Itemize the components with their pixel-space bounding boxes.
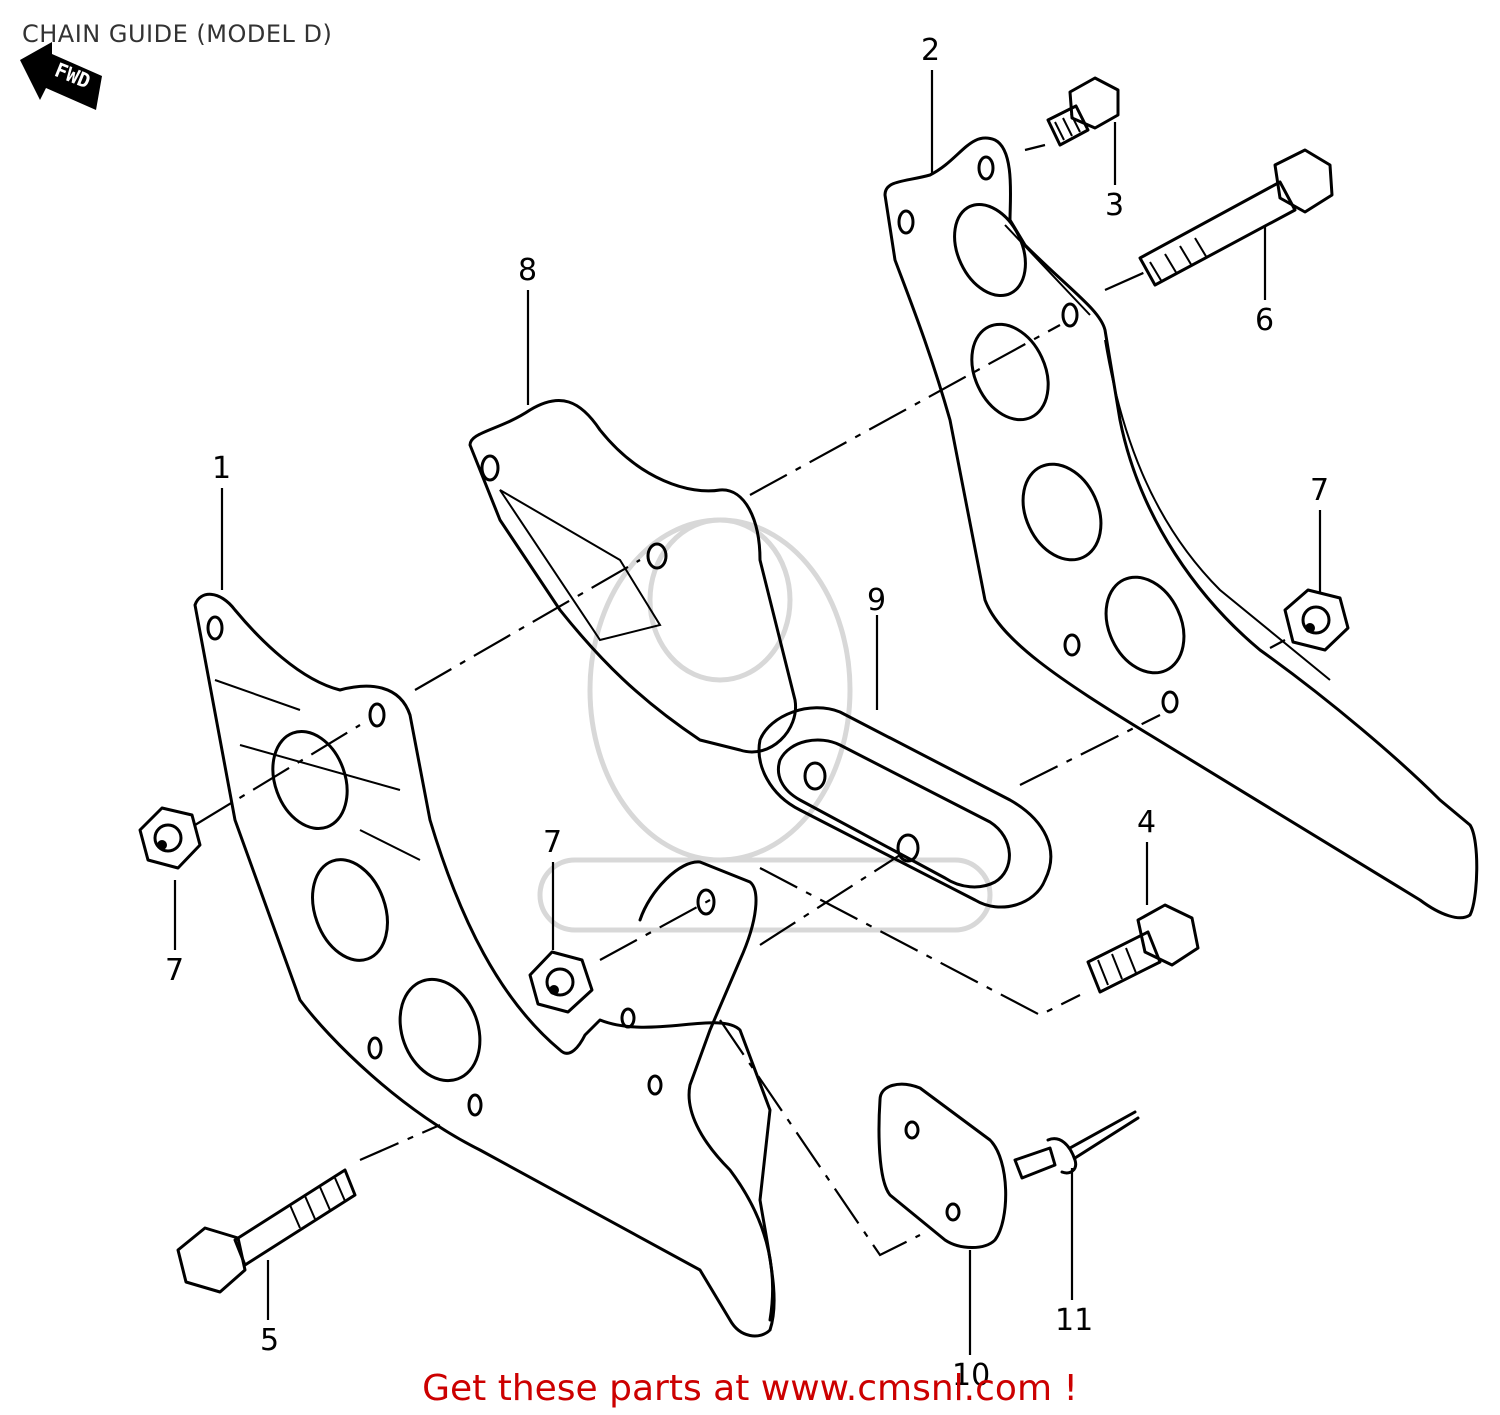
callout-6: 6 <box>1255 303 1274 338</box>
part-9-slider-pad <box>757 706 1053 909</box>
callout-5: 5 <box>260 1323 279 1358</box>
part-7-nut-left <box>138 806 202 870</box>
callout-9: 9 <box>867 583 886 618</box>
part-7-nut-right <box>1283 588 1350 652</box>
callout-8: 8 <box>518 253 537 288</box>
callout-4: 4 <box>1137 805 1156 840</box>
callout-10: 10 <box>952 1358 990 1393</box>
part-3-small-bolt <box>1046 76 1120 147</box>
part-4-short-bolt <box>1086 903 1200 994</box>
callout-7-left: 7 <box>165 953 184 988</box>
callout-7-right: 7 <box>1310 473 1329 508</box>
callout-11: 11 <box>1055 1303 1093 1338</box>
promo-link-text[interactable]: Get these parts at www.cmsnl.com ! <box>422 1368 1078 1409</box>
assembly-lines <box>194 143 1286 1257</box>
page-title: CHAIN GUIDE (MODEL D) <box>22 20 333 48</box>
callout-3: 3 <box>1105 188 1124 223</box>
part-11-rivet <box>1013 1110 1140 1180</box>
part-6-long-bolt <box>1138 148 1334 287</box>
part-10-spacer-block <box>877 1082 1008 1249</box>
part-7-nut-center <box>528 950 594 1014</box>
part-5-long-bolt <box>176 1168 357 1294</box>
fwd-arrow-icon: FWD <box>20 42 102 110</box>
callout-numbers: 1 2 3 4 5 6 7 7 7 8 9 10 11 <box>165 33 1329 1393</box>
part-8-upper-bracket <box>468 399 798 754</box>
callout-1: 1 <box>212 451 231 486</box>
watermark-logo <box>537 517 993 933</box>
callout-leaders <box>173 70 1322 1355</box>
callout-2: 2 <box>921 33 940 68</box>
part-2-right-guide-plate <box>883 136 1479 920</box>
part-1-left-guide-plate <box>193 592 776 1338</box>
guide-support-bracket <box>638 860 775 1322</box>
callout-7-center: 7 <box>543 825 562 860</box>
